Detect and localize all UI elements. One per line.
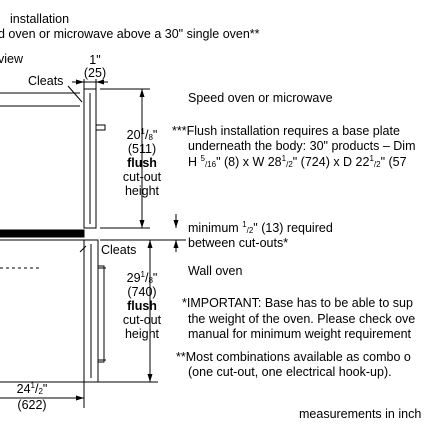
upper-dim-arrow-bottom [139,220,145,228]
top-dim-arrow-right [96,79,104,85]
min-dim-arrow-bottom [173,240,179,248]
view-label: view [0,52,24,66]
bottom-dim-arrow-right [76,395,84,401]
lower-flush-label: flush [127,299,157,313]
upper-cleats-leader [67,85,83,103]
upper-flush-label: flush [127,156,157,170]
min-dim-arrow-top [173,220,179,228]
upper-handle [95,124,106,131]
combo-note-line-2: (one cut-out, one electrical hook-up). [188,365,392,379]
middle-shelf [0,229,85,238]
important-note-line-3: manual for minimum weight requirement [188,327,412,341]
flush-note-line-3: H 5/16" (8) x W 281/2" (724) x D 221/2" … [188,154,407,170]
upper-dim-metric: (511) [127,142,157,156]
minimum-note-line-1: minimum 1/2" (13) required [188,220,333,236]
lower-height-label: height [124,327,160,341]
flush-note-line-2: underneath the body: 30" products – Dim [188,139,416,153]
upper-height-label: height [124,184,160,198]
lower-handle [97,265,105,363]
lower-cleats-leader [79,245,87,253]
bottom-dim-metric: (622) [17,398,47,412]
measurements-footer: measurements in inch [299,407,422,421]
important-note-line-2: the weight of the oven. Please check ove [188,312,416,326]
lower-dim-arrow-bottom [147,374,153,382]
upper-cutout-label: cut-out [122,170,162,184]
header-line-2: d oven or microwave above a 30" single o… [0,27,260,41]
important-note-line-1: *IMPORTANT: Base has to be able to sup [182,296,413,310]
upper-cleats-label: Cleats [28,74,64,88]
top-dim-arrow-left [76,79,84,85]
lower-dim-arrow-top [147,240,153,248]
combo-note-line-1: **Most combinations available as combo o [176,350,411,364]
top-dim-value: 1" [89,53,101,67]
minimum-note-line-2: between cut-outs* [188,236,289,250]
lower-cleats-label: Cleats [101,243,137,257]
upper-appliance-label: Speed oven or microwave [188,91,333,105]
lower-cutout-label: cut-out [122,313,162,327]
bottom-dim-value: 241/2" [16,381,48,397]
top-dim-metric: (25) [83,66,107,80]
lower-dim-value: 291/8" [126,270,158,286]
upper-dim-arrow-top [139,89,145,97]
header-line-1: installation [10,12,70,26]
flush-note-line-1: ***Flush installation requires a base pl… [172,124,400,138]
lower-dim-metric: (740) [127,285,157,299]
lower-appliance-label: Wall oven [188,264,243,278]
upper-dim-value: 201/8" [126,127,158,143]
